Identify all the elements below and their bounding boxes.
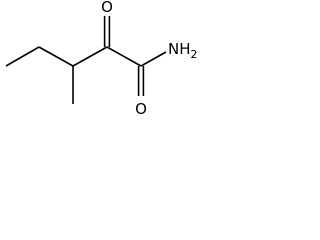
chemical-structure: O O NH2 [5, 0, 198, 118]
page: { "molecule": { "atoms": { "oxygen_keton… [0, 0, 200, 118]
ketone-oxygen-label: O [101, 0, 113, 16]
bond-ethyl-ch2-ch [38, 46, 74, 67]
amide-oxygen-label: O [135, 100, 147, 118]
bond-ch-to-carbonyl-carbon [72, 46, 108, 67]
amine-hydrogen-count: 2 [191, 48, 198, 61]
amine-nh2-label: NH2 [168, 40, 198, 61]
bond-amide-carbon-to-nitrogen [140, 51, 167, 67]
bond-ethyl-methyl [5, 46, 40, 67]
bond-carbonyl-to-amide-carbon [106, 46, 142, 67]
amine-hydrogen-symbol: H [179, 40, 190, 58]
amine-nitrogen-symbol: N [168, 40, 179, 58]
